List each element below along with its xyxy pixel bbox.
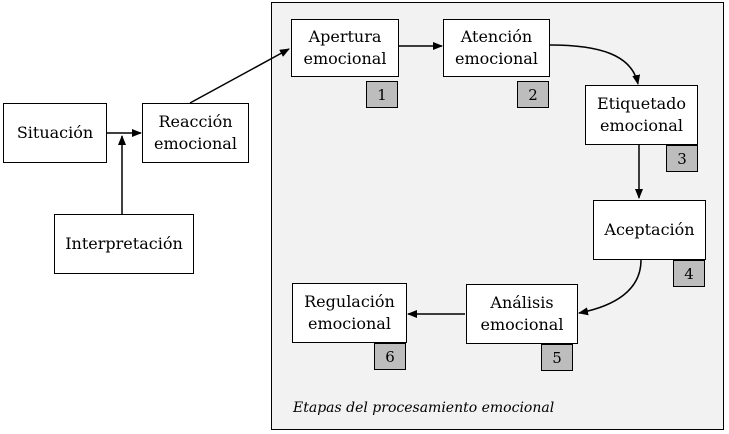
node-situacion-label: Situación	[16, 123, 94, 142]
node-apertura-label: Apertura emocional	[303, 27, 387, 68]
node-analisis-emocional: Análisis emocional	[466, 284, 578, 344]
node-regulacion-emocional: Regulación emocional	[292, 283, 407, 343]
node-apertura-emocional: Apertura emocional	[291, 19, 399, 77]
panel-caption: Etapas del procesamiento emocional	[293, 400, 555, 416]
node-aceptacion-label: Aceptación	[604, 220, 695, 239]
badge-5: 5	[541, 344, 573, 371]
badge-4: 4	[673, 260, 705, 287]
node-situacion: Situación	[3, 103, 107, 163]
node-etiquetado-label: Etiquetado emocional	[596, 94, 687, 135]
arrow-reaccion-apertura	[189, 48, 290, 104]
node-reaccion-emocional: Reacción emocional	[142, 103, 249, 163]
node-analisis-label: Análisis emocional	[480, 293, 564, 334]
node-aceptacion: Aceptación	[593, 200, 706, 260]
node-interpretacion: Interpretación	[54, 214, 194, 274]
arrow-aceptacion-analisis	[578, 259, 642, 316]
node-atencion-label: Atención emocional	[455, 27, 538, 68]
badge-6: 6	[374, 343, 406, 370]
node-atencion-emocional: Atención emocional	[443, 19, 550, 77]
badge-1: 1	[366, 81, 398, 108]
node-regulacion-label: Regulación emocional	[304, 292, 395, 333]
node-reaccion-label: Reacción emocional	[154, 112, 237, 153]
badge-2: 2	[517, 81, 549, 108]
badge-3: 3	[666, 145, 698, 172]
arrow-atencion-etiquetado	[549, 44, 641, 85]
node-interpretacion-label: Interpretación	[65, 234, 183, 253]
node-etiquetado-emocional: Etiquetado emocional	[585, 85, 698, 145]
